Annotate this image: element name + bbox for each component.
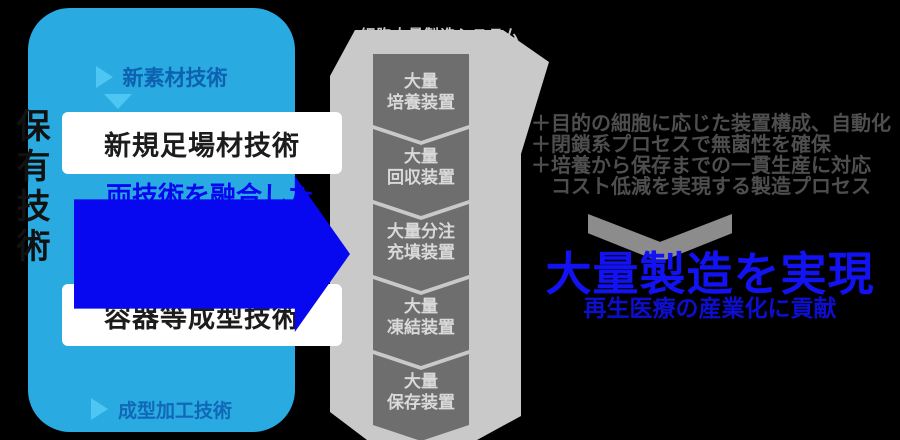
step-label: 大量 <box>404 296 438 316</box>
material-tech-label: 新素材技術 <box>122 67 228 90</box>
equipment-chevron-chain: 大量 培養装置 大量 回収装置 大量分注 充填装置 大量 凍結装置 大量 保存装… <box>373 54 469 440</box>
panel-item-molding-process: 成型加工技術 <box>28 390 295 428</box>
conclusion-subline: 再生医療の産業化に貢献 <box>583 295 837 321</box>
feature-bullet: ＋閉鎖系プロセスで無菌性を確保 <box>531 134 831 156</box>
step-label: 大量 <box>404 146 438 166</box>
step-label: 培養装置 <box>387 92 455 112</box>
conclusion-block: 大量製造を実現 再生医療の産業化に貢献 <box>535 250 885 320</box>
triangle-marker-icon <box>90 398 108 420</box>
step-mass-dispense-fill: 大量分注 充填装置 <box>373 204 469 291</box>
step-label: 凍結装置 <box>387 317 455 337</box>
step-label: 大量 <box>404 71 438 91</box>
fusion-arrow-icon <box>74 176 350 332</box>
fusion-text-line2: 装置群を開発 <box>120 271 300 304</box>
feature-bullet: ＋目的の細胞に応じた装置構成、自動化 <box>531 113 891 135</box>
step-mass-storage: 大量 保存装置 <box>373 354 469 440</box>
panel-item-material-tech: 新素材技術 <box>28 58 295 96</box>
step-mass-culture: 大量 培養装置 <box>373 54 469 141</box>
step-label: 保存装置 <box>387 392 455 412</box>
step-label: 大量分注 <box>387 221 455 241</box>
step-label: 充填装置 <box>387 242 455 262</box>
scaffold-technology-box: 新規足場材技術 <box>62 112 342 174</box>
fusion-text-line1: 両技術を融合した <box>105 181 314 211</box>
feature-bullet-list: ＋目的の細胞に応じた装置構成、自動化 ＋閉鎖系プロセスで無菌性を確保 ＋培養から… <box>531 114 900 198</box>
step-mass-freeze: 大量 凍結装置 <box>373 279 469 366</box>
step-label: 大量 <box>404 371 438 391</box>
triangle-marker-icon <box>95 66 113 88</box>
scaffold-technology-label: 新規足場材技術 <box>104 130 300 161</box>
feature-bullet: ＋培養から保存までの一貫生産に対応 <box>531 155 871 177</box>
equipment-chain-title: 細胞大量製造システム <box>360 27 520 44</box>
vertical-side-label: 保有技術 <box>11 108 49 268</box>
conclusion-headline: 大量製造を実現 <box>545 248 875 300</box>
chevron-down-icon <box>104 94 132 109</box>
molding-process-label: 成型加工技術 <box>117 400 232 422</box>
step-mass-recovery: 大量 回収装置 <box>373 129 469 216</box>
fusion-arrow-text: 両技術を融合した 装置群を開発 <box>90 182 330 304</box>
step-label: 回収装置 <box>387 167 455 187</box>
feature-bullet: コスト低減を実現する製造プロセス <box>531 176 871 198</box>
